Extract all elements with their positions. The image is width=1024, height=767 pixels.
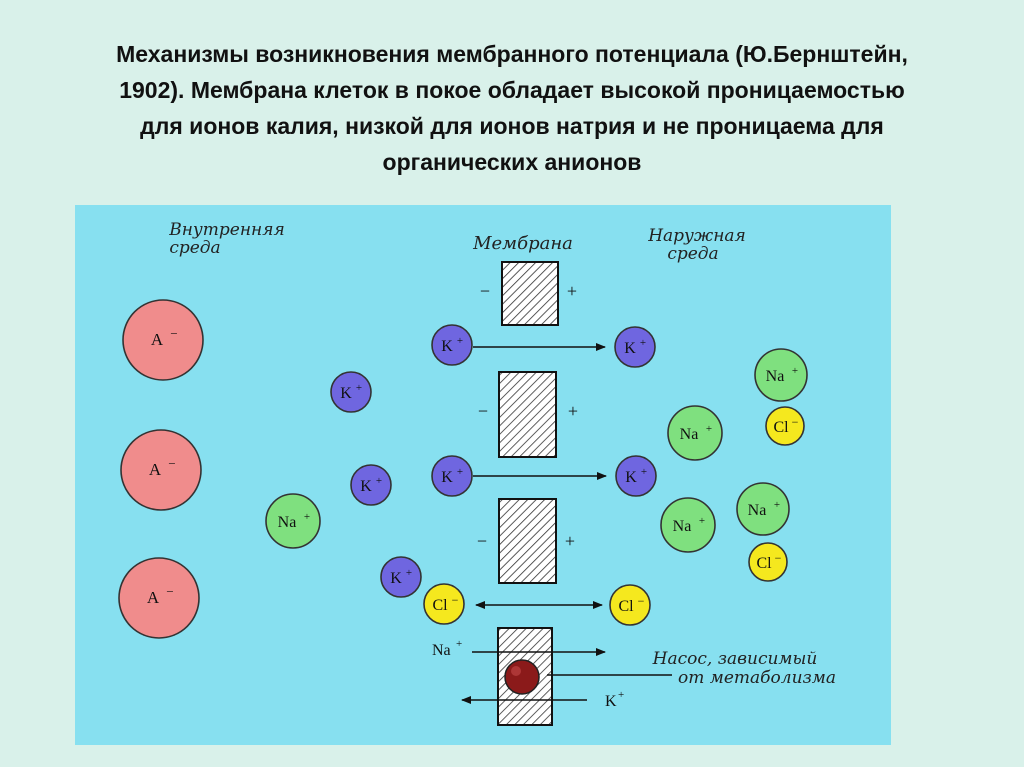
svg-text:Cl: Cl bbox=[773, 419, 789, 436]
svg-text:K: K bbox=[624, 340, 636, 357]
svg-text:Cl: Cl bbox=[756, 555, 772, 572]
svg-text:+: + bbox=[406, 567, 412, 579]
potassium-ion-inner-2: K + bbox=[350, 464, 392, 506]
anion-1: A − bbox=[122, 299, 204, 381]
svg-text:+: + bbox=[568, 401, 578, 421]
label-pump-1: Насос, зависимый bbox=[652, 649, 818, 669]
svg-text:−: − bbox=[170, 326, 177, 341]
svg-text:Na: Na bbox=[432, 642, 451, 659]
svg-text:K: K bbox=[605, 693, 617, 710]
membrane-block-1: − + bbox=[480, 261, 577, 326]
svg-text:K: K bbox=[441, 469, 453, 486]
membrane-potential-diagram: Внутренняя среда Мембрана Наружная среда… bbox=[75, 205, 891, 745]
pump-potassium-label: K + bbox=[605, 689, 624, 710]
svg-text:+: + bbox=[792, 365, 798, 377]
svg-text:+: + bbox=[356, 382, 362, 394]
svg-text:+: + bbox=[457, 466, 463, 478]
chloride-ion-outer-1: Cl − bbox=[765, 406, 805, 446]
svg-text:+: + bbox=[567, 281, 577, 301]
membrane-block-3: − + bbox=[477, 498, 575, 584]
svg-text:+: + bbox=[699, 515, 705, 527]
label-inner-2: среда bbox=[169, 238, 220, 258]
label-inner-1: Внутренняя bbox=[168, 220, 285, 240]
svg-text:−: − bbox=[792, 415, 799, 429]
svg-text:Na: Na bbox=[766, 368, 785, 385]
potassium-ion-channel-2-out: K + bbox=[615, 455, 657, 497]
svg-text:+: + bbox=[641, 466, 647, 478]
sodium-ion-outer-2: Na + bbox=[667, 405, 723, 461]
svg-text:A: A bbox=[151, 330, 164, 349]
pump-sphere bbox=[504, 659, 540, 695]
svg-text:+: + bbox=[774, 499, 780, 511]
slide-title: Механизмы возникновения мембранного поте… bbox=[30, 36, 994, 180]
svg-text:−: − bbox=[452, 593, 459, 607]
svg-text:−: − bbox=[638, 594, 645, 608]
svg-text:K: K bbox=[340, 385, 352, 402]
svg-text:−: − bbox=[480, 281, 490, 301]
svg-text:+: + bbox=[565, 531, 575, 551]
svg-text:K: K bbox=[360, 478, 372, 495]
svg-text:+: + bbox=[456, 638, 462, 650]
svg-text:Na: Na bbox=[673, 518, 692, 535]
svg-text:Na: Na bbox=[680, 426, 699, 443]
anion-3: A − bbox=[118, 557, 200, 639]
svg-text:K: K bbox=[390, 570, 402, 587]
label-membrane: Мембрана bbox=[472, 233, 573, 254]
chloride-ion-channel-in: Cl − bbox=[423, 583, 465, 625]
potassium-ion-inner-3: K + bbox=[380, 556, 422, 598]
svg-text:Na: Na bbox=[748, 502, 767, 519]
svg-text:A: A bbox=[149, 460, 162, 479]
sodium-ion-outer-4: Na + bbox=[660, 497, 716, 553]
membrane-block-2: − + bbox=[478, 371, 578, 458]
diagram-svg: Внутренняя среда Мембрана Наружная среда… bbox=[118, 220, 836, 726]
svg-text:+: + bbox=[640, 337, 646, 349]
svg-text:K: K bbox=[441, 338, 453, 355]
label-pump-2: от метаболизма bbox=[678, 668, 836, 688]
potassium-ion-inner-1: K + bbox=[330, 371, 372, 413]
title-line-3: для ионов калия, низкой для ионов натрия… bbox=[140, 113, 884, 139]
potassium-ion-channel-2-in: K + bbox=[431, 455, 473, 497]
potassium-ion-channel-1-in: K + bbox=[431, 324, 473, 366]
svg-text:−: − bbox=[166, 584, 173, 599]
label-outer-1: Наружная bbox=[647, 226, 746, 246]
svg-text:+: + bbox=[457, 335, 463, 347]
sodium-ion-outer-1: Na + bbox=[754, 348, 808, 402]
svg-text:+: + bbox=[376, 475, 382, 487]
svg-text:Na: Na bbox=[278, 514, 297, 531]
title-line-1: Механизмы возникновения мембранного поте… bbox=[116, 41, 908, 67]
svg-text:Cl: Cl bbox=[618, 598, 634, 615]
svg-text:K: K bbox=[625, 469, 637, 486]
sodium-ion-outer-3: Na + bbox=[736, 482, 790, 536]
pump-sodium-label: Na + bbox=[432, 638, 462, 659]
svg-text:+: + bbox=[706, 423, 712, 435]
svg-text:Cl: Cl bbox=[432, 597, 448, 614]
label-outer-2: среда bbox=[667, 244, 718, 264]
chloride-ion-channel-out: Cl − bbox=[609, 584, 651, 626]
svg-text:+: + bbox=[618, 689, 624, 701]
chloride-ion-outer-2: Cl − bbox=[748, 542, 788, 582]
svg-text:−: − bbox=[168, 456, 175, 471]
svg-text:−: − bbox=[478, 401, 488, 421]
anion-2: A − bbox=[120, 429, 202, 511]
potassium-ion-channel-1-out: K + bbox=[614, 326, 656, 368]
title-line-2: 1902). Мембрана клеток в покое обладает … bbox=[119, 77, 905, 103]
svg-text:+: + bbox=[304, 511, 310, 523]
title-line-4: органических анионов bbox=[382, 149, 642, 175]
sodium-ion-inner: Na + bbox=[265, 493, 321, 549]
svg-text:A: A bbox=[147, 588, 160, 607]
svg-text:−: − bbox=[477, 531, 487, 551]
svg-text:−: − bbox=[775, 551, 782, 565]
